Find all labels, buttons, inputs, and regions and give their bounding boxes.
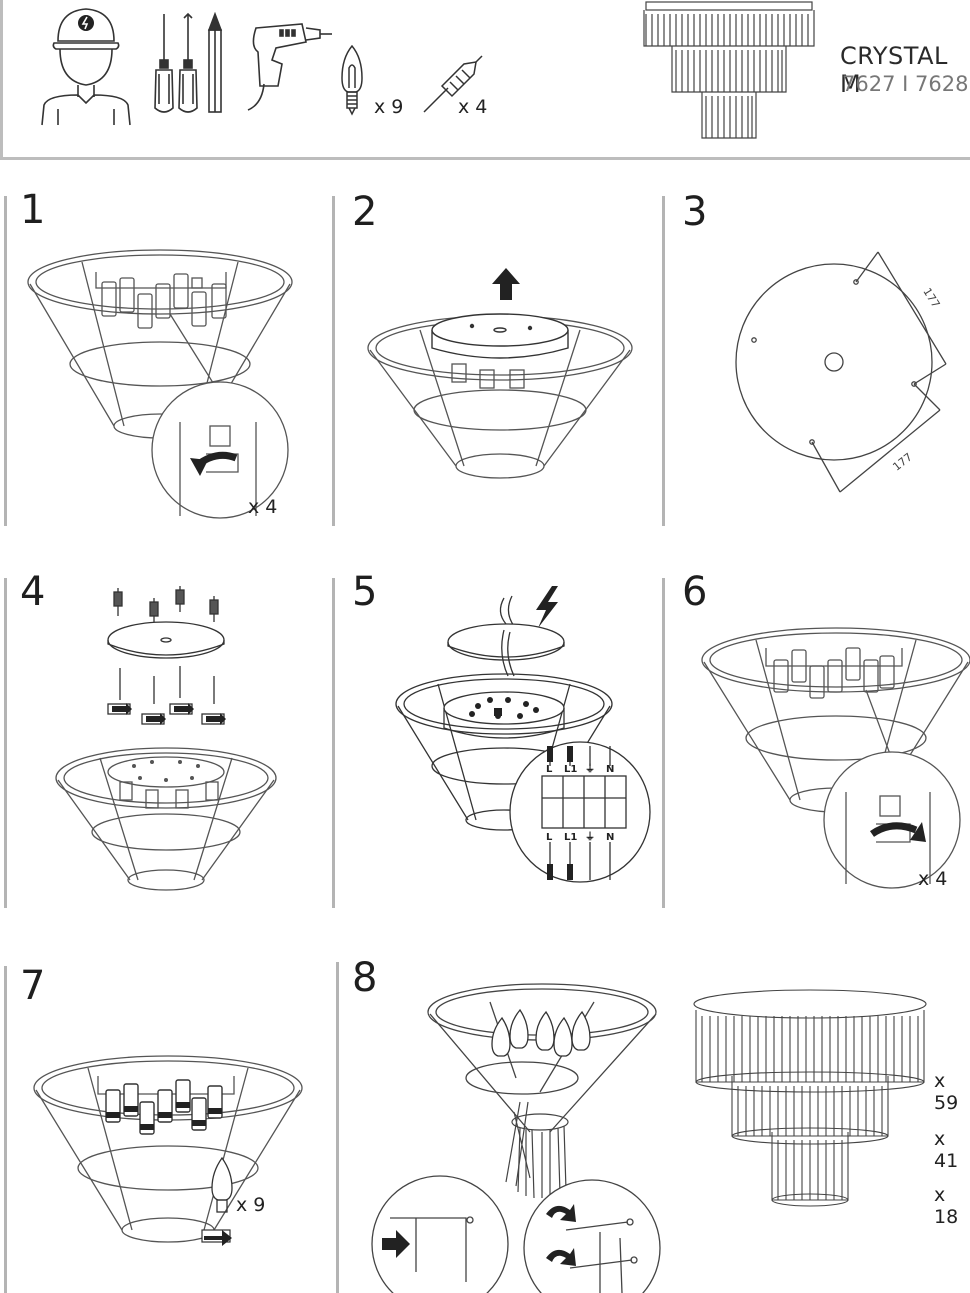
screwdrivers-icon <box>154 12 198 113</box>
dimension-label-a: 177 <box>920 286 942 311</box>
terminal-label-l1-bottom: L1 <box>564 832 577 843</box>
terminal-label-l-bottom: L <box>546 832 553 843</box>
step-number-8: 8 <box>352 955 378 1001</box>
divider <box>662 578 665 908</box>
terminal-label-ground-bottom: ⏚ <box>585 831 595 843</box>
divider <box>4 196 7 526</box>
dimension-label-b: 177 <box>890 450 915 473</box>
divider <box>662 196 665 526</box>
header-frame <box>0 0 970 160</box>
detail-magnifier <box>151 381 289 519</box>
rotate-arrow-icon <box>190 451 238 476</box>
crystal-qty-tier-2: x 41 <box>934 1128 959 1172</box>
terminal-labels-top: L L1 ⏚ N <box>546 763 614 775</box>
drill-icon <box>247 23 332 111</box>
step-number-2: 2 <box>352 189 378 235</box>
divider <box>4 966 7 1293</box>
terminal-label-ground-top: ⏚ <box>585 763 595 775</box>
arrow-right-icon <box>382 1230 410 1258</box>
step-8-illustration <box>371 983 661 1293</box>
divider <box>336 962 339 1293</box>
arrow-up-icon <box>492 268 520 300</box>
detail-magnifier-left <box>371 1175 509 1293</box>
terminal-label-n-top: N <box>606 764 614 775</box>
rotate-arrow-icon <box>869 822 926 842</box>
anchor-quantity: x 4 <box>458 96 488 118</box>
step-1-illustration <box>27 249 293 519</box>
terminal-label-l1-top: L1 <box>564 764 577 775</box>
step-2-illustration <box>367 268 633 479</box>
step-number-6: 6 <box>682 569 708 615</box>
step-number-1: 1 <box>20 187 46 233</box>
bulb-icon <box>211 1156 233 1213</box>
product-codes: 7627 I 7628 <box>842 72 969 96</box>
step-7-illustration <box>33 1055 303 1246</box>
step-number-3: 3 <box>682 189 708 235</box>
chandelier-icon <box>643 1 815 139</box>
divider <box>332 578 335 908</box>
step-6-quantity: x 4 <box>918 868 948 890</box>
divider <box>332 196 335 526</box>
terminal-label-n-bottom: N <box>606 832 614 843</box>
terminal-label-l-top: L <box>546 764 553 775</box>
step-5-illustration: L L1 ⏚ N L L1 ⏚ N <box>395 586 651 883</box>
crystal-qty-tier-3: x 18 <box>934 1184 959 1228</box>
product-name: CRYSTAL M <box>840 42 948 98</box>
lightning-icon <box>536 586 558 628</box>
wall-anchor-icon <box>423 55 483 113</box>
step-number-4: 4 <box>20 569 46 615</box>
step-1-quantity: x 4 <box>248 496 278 518</box>
crystal-qty-tier-1: x 59 <box>934 1070 959 1114</box>
step-7-quantity: x 9 <box>236 1194 266 1216</box>
bulb-icon <box>341 44 363 116</box>
detail-magnifier-right <box>523 1179 661 1293</box>
step-number-7: 7 <box>20 963 46 1009</box>
pencil-icon <box>207 12 223 113</box>
rotate-arrow-icon <box>201 1229 232 1246</box>
terminal-labels-bottom: L L1 ⏚ N <box>546 831 614 843</box>
divider <box>4 578 7 908</box>
step-3-illustration: 177 177 <box>735 251 947 493</box>
step-number-5: 5 <box>352 569 378 615</box>
rotate-arrow-icon <box>546 1204 576 1266</box>
bulb-quantity: x 9 <box>374 96 404 118</box>
electrician-icon <box>41 8 131 126</box>
step-4-illustration <box>55 586 277 891</box>
step-6-illustration <box>701 627 970 889</box>
finished-chandelier <box>693 989 927 1207</box>
